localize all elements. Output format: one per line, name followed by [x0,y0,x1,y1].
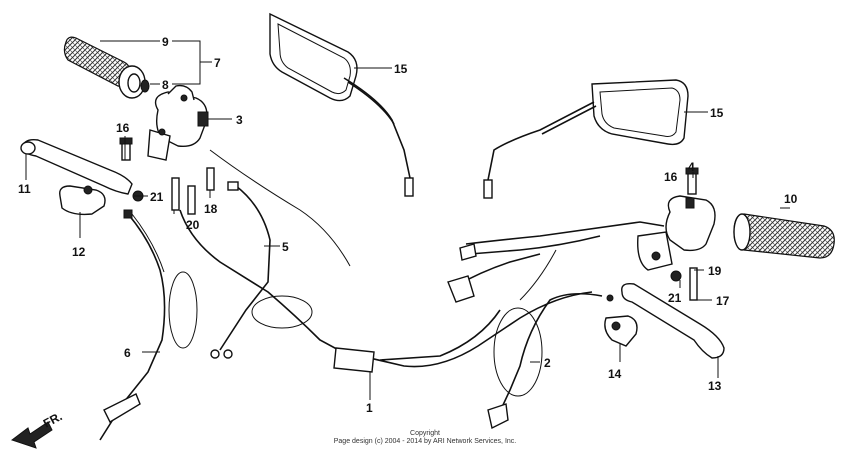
left-lever-drawing [20,138,133,216]
part-label-16-left: 16 [116,121,130,135]
right-cable-drawing [487,292,603,430]
center-cable-drawing [179,149,351,359]
part-labels: 9 8 7 3 15 15 4 10 16 16 11 21 18 20 12 … [18,35,798,415]
part-label-15-right: 15 [710,106,724,120]
wire-harness-drawing [333,221,665,373]
part-label-1: 1 [366,401,373,415]
hardware-drawing [119,137,699,301]
part-label-7: 7 [214,56,221,70]
part-label-3: 3 [236,113,243,127]
part-label-14: 14 [608,367,622,381]
part-label-17: 17 [716,294,730,308]
part-label-2: 2 [544,356,551,370]
left-lower-cable-drawing [99,209,198,441]
part-label-11: 11 [18,182,31,196]
part-label-9: 9 [162,35,169,49]
part-label-18: 18 [204,202,218,216]
leader-lines [25,40,790,400]
part-label-13: 13 [708,379,722,393]
left-switch-housing-drawing [147,84,209,161]
right-grip-drawing [733,213,835,259]
part-label-4: 4 [688,160,695,174]
copyright-notice: Page design (c) 2004 - 2014 by ARI Netwo… [333,438,517,445]
part-label-16-right: 16 [664,170,678,184]
part-label-21-left: 21 [150,190,164,204]
part-label-12: 12 [72,245,86,259]
part-label-20: 20 [186,218,200,232]
part-label-10: 10 [784,192,798,206]
front-direction-arrow [10,421,53,449]
part-label-15-left: 15 [394,62,408,76]
right-mirror-drawing [483,79,689,199]
right-switch-housing-drawing [637,195,716,271]
part-label-8: 8 [162,78,169,92]
part-label-19: 19 [708,264,722,278]
part-label-21-right: 21 [668,291,682,305]
right-lever-drawing [604,282,725,359]
left-mirror-drawing [269,12,414,197]
copyright-heading: Copyright [410,430,440,437]
left-grip-drawing [63,36,150,99]
part-label-6: 6 [124,346,131,360]
part-label-5: 5 [282,240,289,254]
